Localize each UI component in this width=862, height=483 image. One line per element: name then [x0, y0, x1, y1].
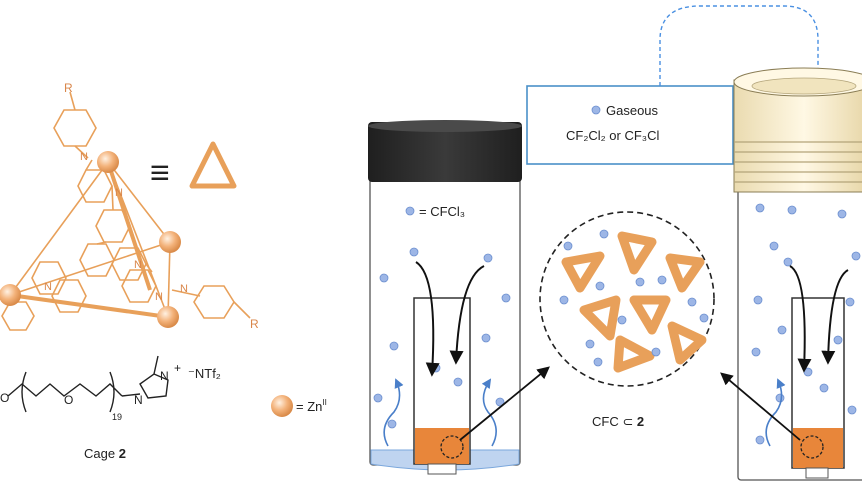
vial-right [733, 67, 862, 481]
oxygen-label: O [0, 391, 9, 405]
evaporation-arrows [383, 378, 497, 447]
cage-structure [1, 91, 251, 331]
cage-triangle-icon [561, 251, 605, 293]
focus-circle [800, 435, 824, 459]
zn-sphere [157, 306, 179, 328]
cage-triangle-icon [613, 335, 655, 373]
cage-triangle-icon [189, 141, 237, 189]
counter-anion: ⁻NTf₂ [188, 366, 221, 381]
gaseous-box [526, 85, 734, 165]
cfcl3-legend-label: = CFCl₃ [419, 204, 465, 219]
cage-triangle-icon [665, 253, 705, 293]
zn-spheres [0, 151, 181, 328]
zn-legend-label: = Zn [296, 399, 322, 414]
peg-imidazolium [7, 355, 169, 413]
imidazolium-n: N [134, 393, 143, 407]
zn-legend: = ZnII [271, 395, 327, 417]
zn-sphere [97, 151, 119, 173]
diffusion-arrows-right [789, 265, 849, 373]
r-group-top: R [64, 81, 73, 95]
zoom-arrow [720, 372, 801, 441]
zoom-arrow [459, 366, 550, 441]
focus-circle [440, 435, 464, 459]
orange-solution [415, 428, 469, 464]
gas-dot-icon [591, 105, 601, 115]
complex-caption: CFC ⊂ 2 [592, 414, 644, 429]
n-label: N [134, 259, 142, 271]
screw-cap [733, 79, 862, 193]
gas-dots-right [751, 203, 861, 445]
gaseous-line2: CF₂Cl₂ or CF₃Cl [566, 128, 659, 143]
n-label: N [44, 281, 52, 293]
cage-triangle-icon [629, 295, 671, 335]
gas-feed-line [659, 5, 819, 86]
n-label: N [80, 151, 88, 163]
zn-sphere [159, 231, 181, 253]
equivalence-symbol: ≡ [150, 154, 170, 192]
orange-solution [793, 428, 843, 468]
zn-sphere [0, 284, 21, 306]
oxygen-label: O [64, 393, 73, 407]
cage-triangle-icon [667, 321, 707, 365]
cage-n-labels: N N N N N N [44, 151, 188, 303]
svg-text:= ZnII: = ZnII [296, 398, 327, 414]
cfcl3-legend-dot [405, 206, 415, 216]
cation-charge: + [174, 361, 181, 375]
n-label: N [180, 283, 188, 295]
diffusion-arrows-left [415, 261, 485, 377]
r-group-right: R [250, 317, 259, 331]
vial-cap-dark [368, 122, 522, 182]
cage-caption: Cage 2 [84, 446, 126, 461]
zn-legend-sphere [271, 395, 293, 417]
evaporation-arrow [765, 378, 786, 447]
n-label: N [115, 187, 123, 199]
zn-legend-superscript: II [322, 398, 326, 407]
cage-triangle-icon [579, 295, 621, 341]
repeat-subscript: 19 [112, 412, 122, 422]
imidazolium-n: N [160, 369, 169, 383]
zoom-circle [539, 211, 715, 387]
gaseous-line1: Gaseous [606, 103, 659, 118]
n-label: N [155, 291, 163, 303]
cage-triangle-icon [617, 231, 657, 275]
